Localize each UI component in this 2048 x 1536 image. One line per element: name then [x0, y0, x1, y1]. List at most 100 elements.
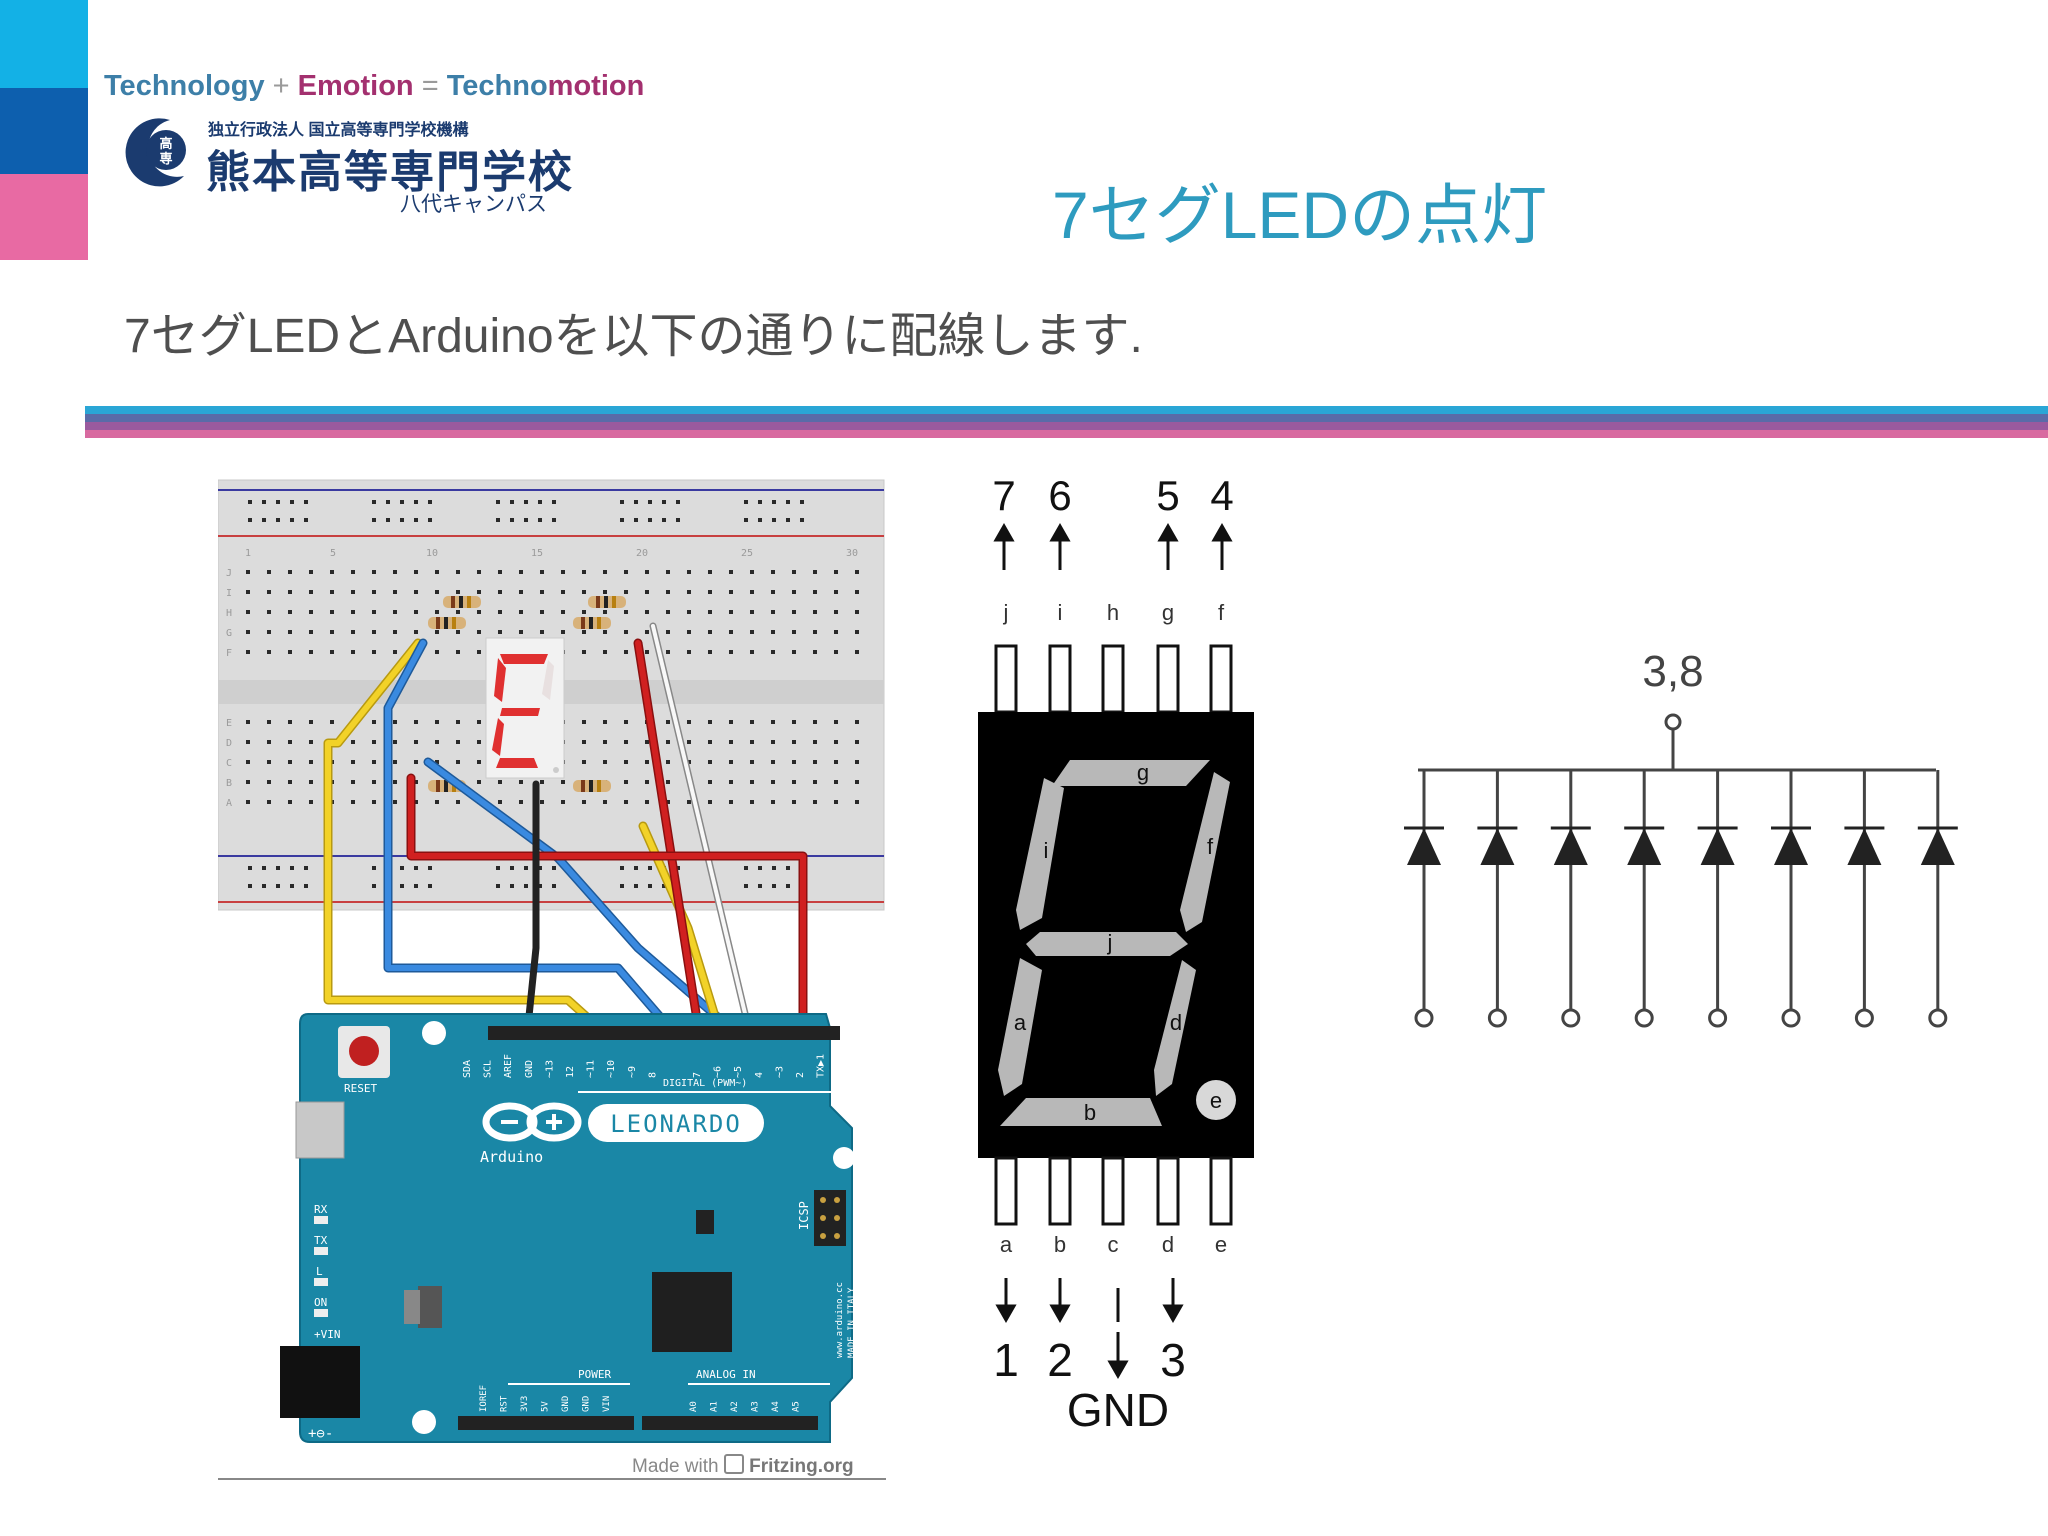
logo-campus: 八代キャンパス: [400, 193, 547, 216]
resistors: [428, 596, 626, 792]
pin-label-c: c: [1108, 1232, 1119, 1257]
digital-pin-label: TX▶1: [816, 1054, 827, 1078]
tagline-emotion: Emotion: [297, 70, 414, 102]
digital-pin-label: ~9: [627, 1066, 638, 1078]
segment-label-j: j: [1107, 930, 1113, 955]
pin-label-d: d: [1162, 1232, 1174, 1257]
tagline: Technology + Emotion = Technomotion: [104, 70, 644, 103]
arduino-url: www.arduino.cc: [835, 1282, 845, 1358]
bottom-number-2: 2: [1047, 1334, 1073, 1386]
top-number-5: 5: [1156, 472, 1179, 519]
led-diode-icon: [1697, 770, 1738, 1028]
segment-label-e: e: [1210, 1088, 1222, 1113]
fritzing-label: Fritzing.org: [749, 1456, 854, 1477]
digital-pin-label: 7: [692, 1072, 703, 1078]
analog-pin-label: A2: [730, 1401, 740, 1412]
segment-label-i: i: [1044, 838, 1049, 863]
segment-shapes: [998, 760, 1236, 1126]
icsp-label: ICSP: [797, 1201, 811, 1230]
led-diode-icon: [1404, 770, 1444, 1028]
polarity-symbol: +⊖-: [308, 1426, 333, 1442]
digital-pin-label: 8: [647, 1072, 658, 1078]
vin-label: +VIN: [314, 1328, 341, 1341]
top-number-6: 6: [1048, 472, 1071, 519]
led-label-on: ON: [314, 1296, 327, 1309]
digital-pin-label: 2: [795, 1072, 806, 1078]
column-number-25: 25: [741, 548, 753, 559]
power-pin-label: RST: [500, 1395, 510, 1412]
analog-pin-label: A0: [689, 1401, 699, 1412]
column-number-10: 10: [426, 548, 438, 559]
row-letter-c: C: [226, 758, 232, 769]
made-with-label: Made with: [632, 1456, 719, 1477]
analog-pin-label: A3: [751, 1401, 761, 1412]
wires: [323, 622, 808, 1031]
corner-block-cyan: [0, 0, 88, 88]
arduino-brand: Arduino: [480, 1148, 543, 1166]
digital-pin-label: AREF: [503, 1054, 514, 1078]
pin-label-b: b: [1054, 1232, 1066, 1257]
bottom-number-1: 1: [993, 1334, 1019, 1386]
seven-segment-pinout: 7 6 5 4 j i h g f g i f j a d b: [978, 472, 1254, 1430]
fritzing-logo-icon: [723, 1454, 744, 1474]
tagline-plus: +: [272, 70, 290, 102]
digital-pin-label: ~11: [586, 1060, 597, 1078]
led-diode-icon: [1477, 770, 1518, 1028]
segment-label-f: f: [1207, 834, 1214, 859]
segment-label-g: g: [1137, 760, 1149, 785]
led-diode-icon: [1550, 770, 1591, 1028]
power-pin-label: VIN: [602, 1396, 612, 1412]
slide-subtitle: 7セグLEDとArduinoを以下の通りに配線します.: [124, 310, 1143, 363]
row-letter-b: B: [226, 778, 232, 789]
made-in-italy: MADE IN ITALY: [847, 1287, 857, 1358]
fritzing-credit: Made with Fritzing.org: [632, 1454, 854, 1478]
digital-pin-label: ~10: [606, 1060, 617, 1078]
segment-label-d: d: [1170, 1010, 1182, 1035]
credit-underline: [218, 1478, 886, 1480]
segment-label-b: b: [1084, 1100, 1096, 1125]
digital-pin-label: GND: [524, 1060, 535, 1078]
digital-pin-label: 4: [754, 1072, 765, 1078]
arduino-logo-icon: [482, 1102, 582, 1142]
pin-label-h: h: [1107, 600, 1119, 625]
tagline-equals: =: [421, 70, 439, 102]
logo-subtitle: 独立行政法人 国立高等専門学校機構: [208, 122, 469, 139]
slide-title: 7セグLEDの点灯: [1052, 178, 1548, 252]
power-pin-label: GND: [561, 1396, 571, 1412]
reset-label: RESET: [344, 1082, 377, 1095]
led-diode-icon: [1624, 770, 1665, 1028]
digital-pin-label: ~5: [733, 1066, 744, 1078]
tagline-techno: Techno: [446, 70, 548, 102]
segment-label-a: a: [1014, 1010, 1027, 1035]
analog-pin-label: A1: [710, 1401, 720, 1412]
led-label-rx: RX: [314, 1203, 328, 1216]
row-letter-g: G: [226, 628, 232, 639]
seven-segment-module: [485, 637, 565, 779]
top-number-4: 4: [1210, 472, 1233, 519]
column-number-20: 20: [636, 548, 648, 559]
row-letter-h: H: [226, 608, 232, 619]
row-letter-e: E: [226, 718, 232, 729]
power-pin-label: GND: [582, 1396, 592, 1412]
school-emblem-icon: 高 専: [125, 118, 186, 187]
board-name: LEONARDO: [610, 1110, 742, 1138]
pin-label-f: f: [1218, 600, 1225, 625]
row-letter-i: I: [226, 588, 232, 599]
digital-pin-label: ~6: [713, 1066, 724, 1078]
breadboard: J I H G F E D C B A 1 5 10 15 20 25 30: [218, 479, 885, 911]
led-label-tx: TX: [314, 1234, 328, 1247]
header-divider: [85, 406, 2048, 438]
emblem-text-2: 専: [159, 151, 172, 167]
fritzing-wiring-diagram: J I H G F E D C B A 1 5 10 15 20 25 30: [218, 479, 885, 1443]
pin-label-e: e: [1215, 1232, 1227, 1257]
power-pin-label: 5V: [541, 1401, 551, 1412]
row-letter-d: D: [226, 738, 232, 749]
digital-pin-label: 12: [565, 1066, 576, 1078]
column-number-1: 1: [245, 548, 251, 559]
led-label-l: L: [316, 1265, 323, 1278]
digital-pin-label: RX◀0: [836, 1054, 847, 1078]
pin-label-a: a: [1000, 1232, 1013, 1257]
pin-label-g: g: [1162, 600, 1174, 625]
pin-label-i: i: [1058, 600, 1063, 625]
